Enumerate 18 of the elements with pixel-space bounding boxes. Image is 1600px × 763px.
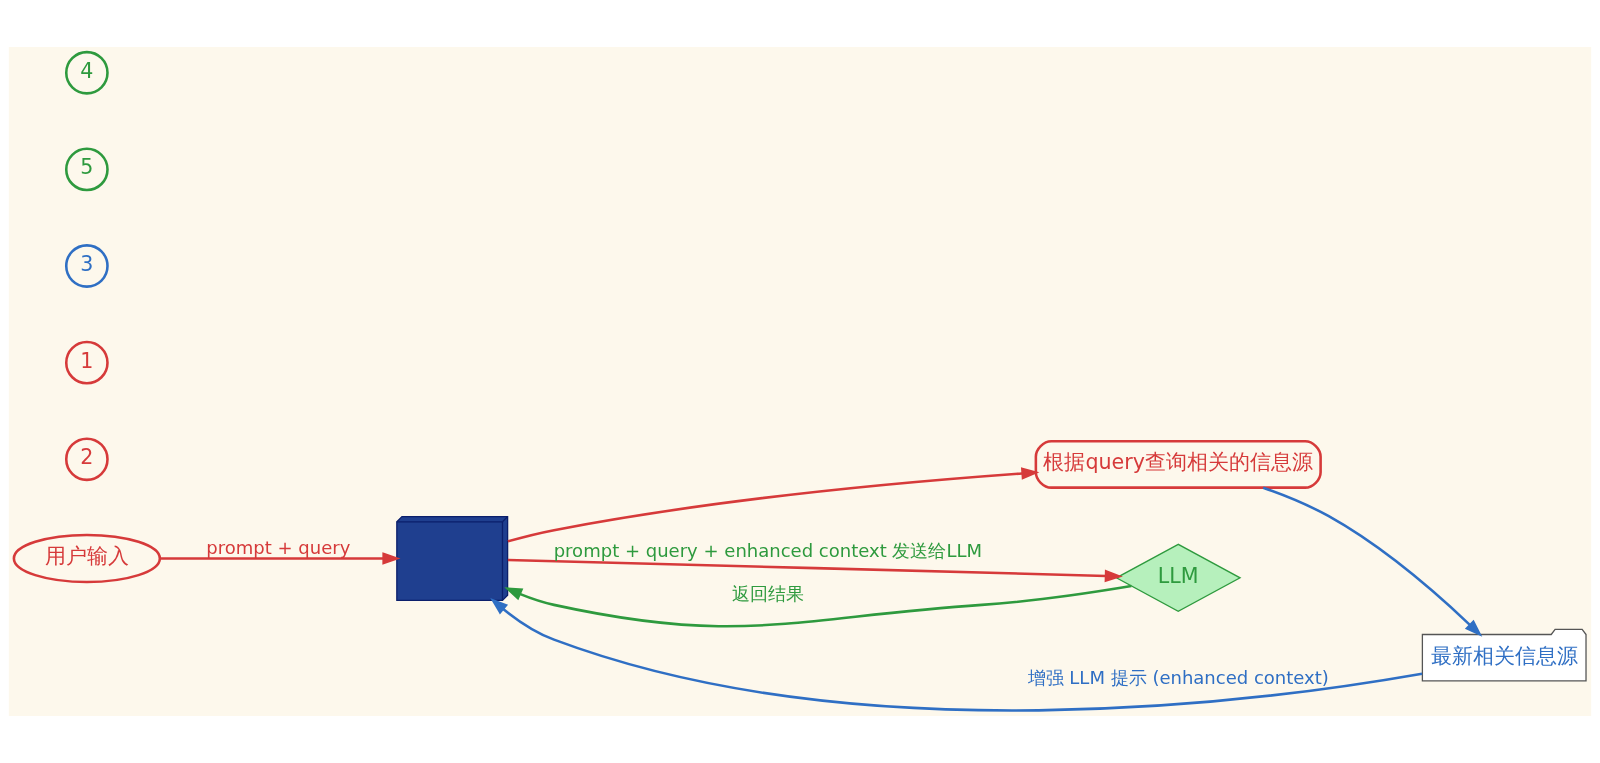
- edge-label: prompt + query + enhanced context 发送给LLM: [553, 540, 983, 562]
- node-box: 根据query查询相关的信息源: [1034, 439, 1322, 489]
- arrow: [159, 552, 401, 565]
- arrow: [507, 467, 1040, 543]
- label: 2: [80, 445, 94, 470]
- label: 1: [80, 348, 94, 373]
- edge-label: prompt + query: [206, 536, 351, 558]
- node-diamond: LLM: [1115, 543, 1242, 613]
- label: 5: [80, 155, 94, 180]
- edge-label: 返回结果: [731, 582, 804, 604]
- node-ellipse: 用户输入: [12, 533, 162, 584]
- arrow: [507, 558, 1123, 583]
- arrow: [1262, 486, 1483, 637]
- arrow: [490, 597, 1423, 712]
- arrow: [504, 584, 1132, 628]
- label: 3: [80, 251, 94, 276]
- label: 4: [80, 58, 94, 83]
- edge-label: 增强 LLM 提示 (enhanced context): [1027, 666, 1329, 688]
